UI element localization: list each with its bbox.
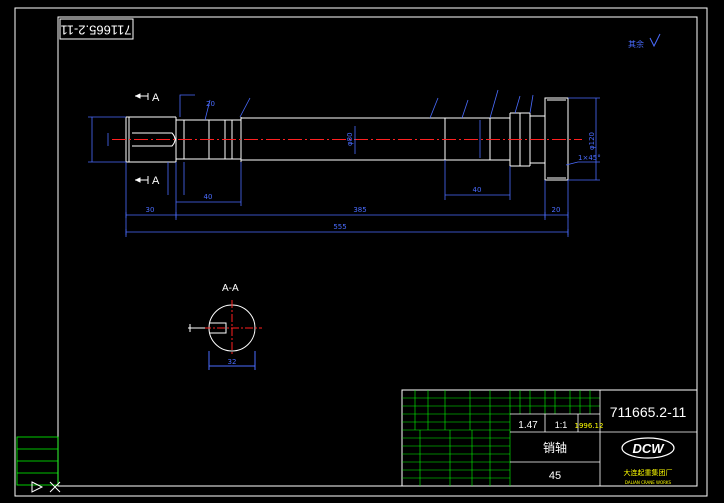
title-block [401, 389, 698, 487]
company-name-english: DALIAN CRANE WORKS [625, 480, 672, 485]
section-marker-bottom [134, 176, 149, 184]
dim-main-length: 385 [353, 206, 366, 214]
rotated-number-box: 711665.2-11 [59, 18, 134, 40]
dim-left-neck: 40 [204, 193, 213, 201]
corner-arrow-icon [31, 481, 61, 493]
dim-section-width: 32 [228, 358, 237, 366]
roughness-note: 其余 [628, 39, 644, 49]
dim-chamfer: 1×45° [578, 154, 601, 162]
dimension-texts: 555 385 30 40 40 20 1×45° φ80 φ120 20 [146, 100, 601, 231]
title-weight: 1.47 [518, 420, 538, 431]
section-a-a-view [188, 300, 262, 370]
dim-key-width: 20 [206, 100, 215, 108]
rotated-drawing-number: 711665.2-11 [60, 23, 131, 38]
section-marker-top [134, 93, 149, 100]
company-name: 大连起重集团厂 [624, 468, 673, 477]
left-side-table [16, 436, 59, 486]
roughness-symbol-icon [649, 33, 661, 48]
dim-head-thickness: 20 [552, 206, 561, 214]
title-drawing-number: 711665.2-11 [610, 404, 687, 420]
dim-right-segment: 40 [473, 186, 482, 194]
section-marker-top-label: A [152, 92, 160, 104]
dim-shaft-diameter: φ80 [346, 132, 354, 146]
dim-left-segment: 30 [146, 206, 155, 214]
section-view-label: A-A [222, 283, 239, 294]
section-marker-bottom-label: A [152, 175, 160, 187]
drawing-frame [14, 7, 708, 497]
title-scale: 1:1 [555, 420, 568, 430]
company-logo: DCW [621, 437, 675, 459]
company-logo-text: DCW [632, 441, 665, 456]
dim-head-diameter: φ120 [588, 132, 596, 150]
title-part-name: 销轴 [543, 440, 567, 455]
title-material: 45 [549, 470, 561, 482]
dimension-lines [88, 89, 600, 237]
dim-overall-length: 555 [333, 223, 346, 231]
title-date: 1996.12 [575, 422, 604, 430]
